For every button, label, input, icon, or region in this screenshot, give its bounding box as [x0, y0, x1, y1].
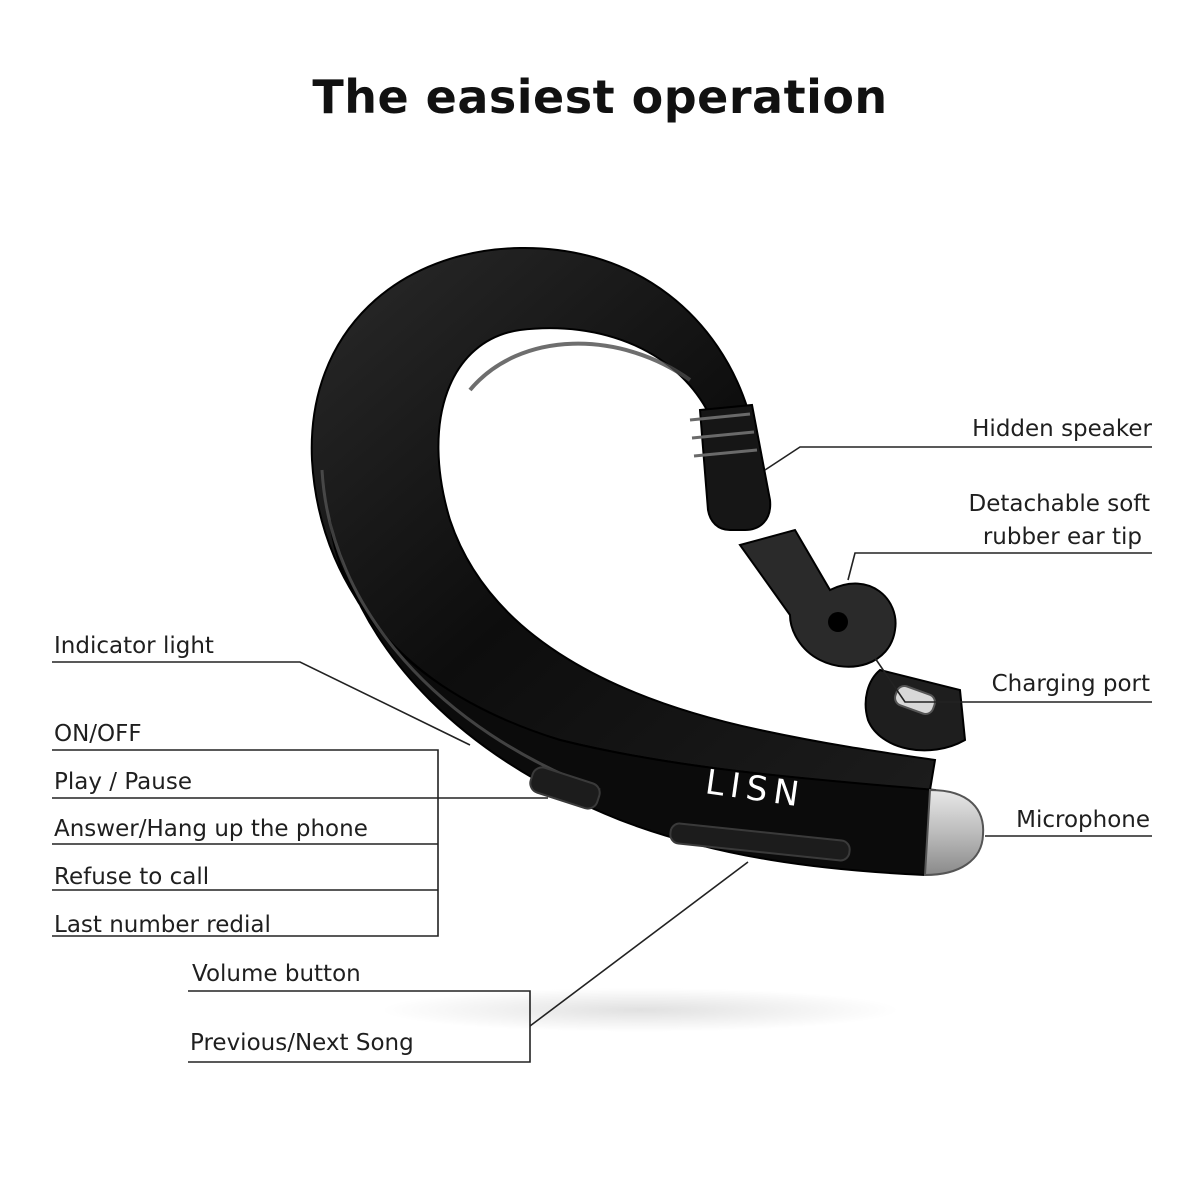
label-charging-port: Charging port — [992, 671, 1150, 697]
label-on-off: ON/OFF — [54, 721, 142, 747]
label-play-pause: Play / Pause — [54, 769, 192, 795]
label-answer-hang-up: Answer/Hang up the phone — [54, 816, 368, 842]
speaker-stem — [689, 403, 772, 531]
volume-rocker — [669, 822, 851, 862]
label-volume-button: Volume button — [192, 961, 361, 987]
label-ear-tip-line1: Detachable soft — [968, 491, 1150, 517]
label-prev-next-song: Previous/Next Song — [190, 1030, 414, 1056]
label-refuse-call: Refuse to call — [54, 864, 209, 890]
earpiece-body — [310, 246, 937, 877]
multi-function-button — [529, 766, 601, 810]
label-ear-tip-line2: rubber ear tip — [983, 524, 1142, 550]
page-title: The easiest operation — [312, 70, 888, 124]
leader-lines — [52, 446, 1152, 1063]
label-hidden-speaker: Hidden speaker — [972, 416, 1152, 442]
label-last-redial: Last number redial — [54, 912, 271, 938]
microphone-tip — [923, 788, 985, 877]
device-shadow — [380, 988, 900, 1032]
label-microphone: Microphone — [1016, 807, 1150, 833]
label-indicator-light: Indicator light — [54, 633, 214, 659]
ear-tip — [738, 528, 897, 668]
charging-port-piece — [864, 668, 967, 752]
